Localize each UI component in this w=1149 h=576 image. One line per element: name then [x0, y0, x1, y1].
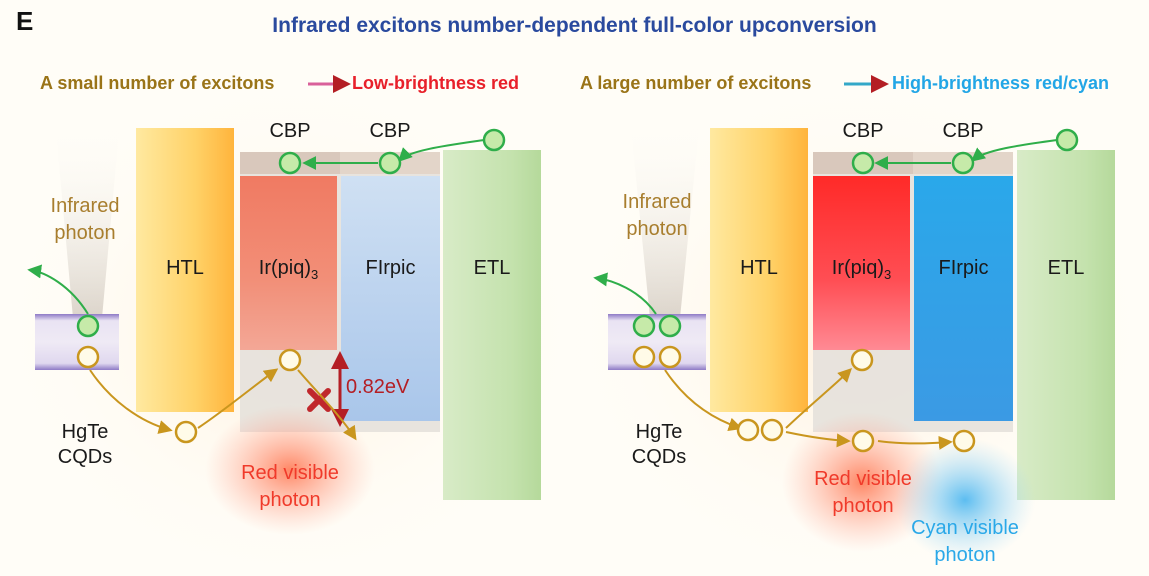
left-etl-label: ETL [473, 257, 511, 279]
left-header-condition: A small number of excitons [40, 73, 275, 93]
hole-dot [736, 418, 760, 442]
left-qd-label: HgTe CQDs [57, 421, 113, 468]
hole-dot [952, 429, 976, 453]
right-red-photon-label: Red visible photon [814, 468, 912, 517]
htl-layer-right [710, 128, 808, 412]
right-device [593, 118, 1115, 562]
right-cyan-photon-label: Cyan visible photon [911, 517, 1019, 566]
left-cbp-label-1: CBP [269, 120, 311, 142]
htl-layer-left [136, 128, 234, 412]
blocked-cross-icon [307, 388, 331, 412]
irpiq-layer-right [813, 176, 910, 350]
electron-dot [658, 314, 682, 338]
electron-dot [76, 314, 100, 338]
etl-layer-right [1017, 150, 1115, 500]
right-etl-label: ETL [1047, 257, 1085, 279]
left-header-result: Low-brightness red [352, 73, 520, 93]
right-cbp-label-2: CBP [942, 120, 984, 142]
left-irpiq-label: Ir(piq)3 [258, 257, 319, 282]
electron-dot [951, 151, 975, 175]
etl-layer-left [443, 150, 541, 500]
left-red-photon-label: Red visible photon [241, 462, 339, 511]
firpic-layer-right [914, 176, 1013, 421]
hole-dot [76, 345, 100, 369]
hole-dot [174, 420, 198, 444]
right-firpic-label: FIrpic [938, 257, 989, 279]
firpic-layer-left [341, 176, 440, 421]
right-header-condition: A large number of excitons [580, 73, 812, 93]
figure-title: Infrared excitons number-dependent full-… [272, 14, 877, 37]
right-qd-label: HgTe CQDs [631, 421, 687, 468]
panel-label: E [16, 6, 34, 36]
electron-dot [278, 151, 302, 175]
electron-dot [851, 151, 875, 175]
electron-dot [1055, 128, 1079, 152]
electron-dot [378, 151, 402, 175]
left-htl-label: HTL [166, 257, 204, 279]
left-device [27, 120, 541, 535]
energy-gap-label: 0.82eV [346, 376, 410, 398]
hole-dot [278, 348, 302, 372]
right-htl-label: HTL [740, 257, 778, 279]
hole-dot [658, 345, 682, 369]
red-emission-glow-left [205, 405, 375, 535]
hole-dot [850, 348, 874, 372]
left-cbp-label-2: CBP [369, 120, 411, 142]
hole-dot [851, 429, 875, 453]
electron-dot [482, 128, 506, 152]
hole-dot [632, 345, 656, 369]
right-cbp-label-1: CBP [842, 120, 884, 142]
left-firpic-label: FIrpic [365, 257, 416, 279]
cyan-emission-glow-right [895, 438, 1035, 562]
right-irpiq-label: Ir(piq)3 [831, 257, 892, 282]
right-header-result: High-brightness red/cyan [892, 73, 1110, 93]
irpiq-layer-left [240, 176, 337, 350]
electron-dot [632, 314, 656, 338]
qd-box-left [35, 314, 119, 370]
right-infrared-label: Infrared photon [622, 191, 692, 240]
qd-box-right [608, 314, 706, 370]
hole-dot [760, 418, 784, 442]
left-infrared-label: Infrared photon [50, 195, 120, 244]
